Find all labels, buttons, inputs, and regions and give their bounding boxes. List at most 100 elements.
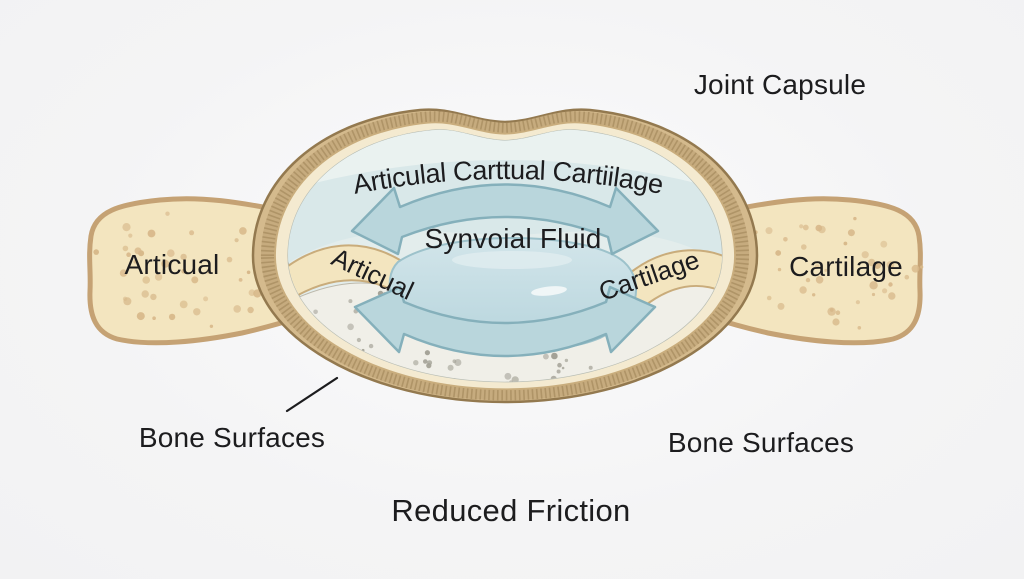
texture-dot — [904, 274, 910, 280]
texture-dot — [424, 350, 430, 356]
texture-dot — [564, 358, 569, 363]
texture-dot — [179, 300, 188, 309]
texture-dot — [509, 380, 513, 382]
texture-dot — [765, 227, 773, 235]
texture-dot — [126, 252, 131, 257]
texture-dot — [136, 312, 145, 321]
texture-dot — [356, 337, 361, 343]
texture-dot — [167, 249, 175, 257]
texture-dot — [413, 360, 419, 366]
texture-dot — [181, 268, 186, 274]
right-bone-shape — [707, 196, 923, 346]
texture-dot — [128, 233, 133, 238]
texture-dot — [861, 251, 869, 259]
texture-dot — [588, 365, 593, 370]
texture-dot — [888, 292, 896, 300]
fluid-highlight-small — [531, 286, 567, 296]
left-bone-dots — [93, 211, 275, 328]
texture-dot — [873, 261, 882, 269]
texture-dot — [233, 305, 241, 313]
texture-dot — [191, 276, 199, 284]
texture-dot — [867, 258, 876, 267]
texture-dot — [551, 352, 558, 360]
texture-dot — [802, 224, 809, 231]
right-bone — [707, 196, 924, 346]
texture-dot — [150, 293, 157, 301]
texture-dot — [122, 245, 129, 252]
texture-dot — [824, 268, 828, 272]
label-synovial-fluid: Synvoial Fluid — [424, 223, 601, 254]
label-right-bone: Cartilage — [789, 251, 903, 282]
texture-dot — [313, 309, 318, 315]
texture-dot — [246, 270, 251, 275]
right-bone-dots — [734, 216, 924, 330]
texture-dot — [239, 227, 247, 235]
texture-dot — [134, 247, 142, 255]
texture-dot — [133, 259, 138, 264]
texture-dot — [123, 297, 132, 306]
left-bone-shape — [87, 196, 303, 346]
texture-dot — [814, 264, 820, 269]
texture-dot — [835, 310, 841, 316]
texture-dot — [142, 276, 150, 284]
texture-dot — [504, 372, 512, 380]
label-bone-surfaces-right: Bone Surfaces — [668, 427, 854, 458]
texture-dot — [447, 364, 454, 371]
texture-dot — [783, 237, 788, 242]
texture-dot — [347, 323, 354, 331]
texture-dot — [93, 249, 99, 255]
left-bone — [87, 196, 303, 346]
texture-dot — [827, 307, 836, 316]
label-reduced-friction: Reduced Friction — [391, 493, 630, 528]
texture-dot — [799, 224, 804, 229]
texture-dot — [815, 224, 823, 232]
texture-dot — [209, 324, 214, 328]
texture-dot — [886, 261, 895, 269]
texture-dot — [193, 308, 201, 316]
texture-dot — [165, 211, 170, 216]
texture-dot — [843, 241, 848, 246]
texture-dot — [812, 293, 816, 297]
texture-dot — [920, 265, 924, 269]
texture-dot — [847, 229, 855, 237]
circulation-arrow-top — [350, 183, 660, 256]
leader-line-bone-surfaces — [285, 376, 339, 413]
texture-dot — [561, 366, 565, 370]
texture-dot — [348, 299, 353, 304]
texture-dot — [857, 326, 862, 330]
texture-dot — [805, 277, 811, 283]
texture-dot — [427, 360, 433, 366]
texture-dot — [454, 359, 462, 366]
texture-dot — [801, 244, 807, 250]
texture-dot — [248, 289, 256, 297]
texture-dot — [168, 313, 176, 321]
texture-dot — [880, 240, 888, 248]
texture-dot — [871, 292, 876, 297]
texture-dot — [154, 273, 163, 281]
label-bone-surfaces-left: Bone Surfaces — [139, 422, 325, 453]
texture-dot — [423, 359, 428, 364]
texture-dot — [147, 229, 156, 238]
texture-dot — [119, 269, 128, 277]
texture-dot — [206, 268, 212, 274]
texture-dot — [799, 286, 807, 294]
texture-dot — [766, 295, 772, 301]
texture-dot — [888, 282, 893, 287]
texture-dot — [556, 369, 561, 374]
texture-dot — [141, 290, 149, 298]
fluid-highlight-top — [452, 251, 572, 269]
texture-dot — [189, 230, 195, 236]
texture-dot — [911, 264, 920, 273]
texture-dot — [815, 276, 824, 284]
texture-dot — [152, 316, 156, 321]
texture-dot — [775, 250, 782, 256]
texture-dot — [368, 343, 374, 349]
texture-dot — [853, 216, 857, 221]
texture-dot — [832, 318, 840, 326]
texture-dot — [226, 256, 233, 263]
texture-dot — [180, 253, 187, 261]
texture-dot — [777, 267, 782, 272]
texture-dot — [557, 362, 562, 368]
